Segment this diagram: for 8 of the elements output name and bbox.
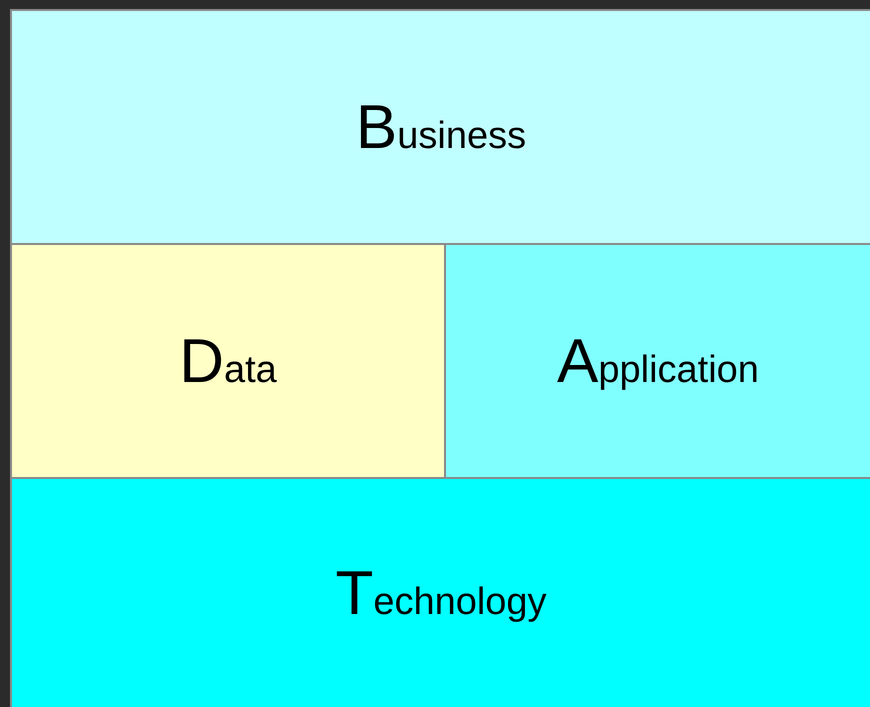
layer-label: Technology xyxy=(335,558,547,628)
layer-label: Business xyxy=(356,92,526,162)
layer-box xyxy=(10,477,870,707)
layer-box xyxy=(444,243,870,479)
layer-label: Application xyxy=(557,326,759,396)
layer-label: Data xyxy=(179,326,277,396)
layer-box xyxy=(10,9,870,245)
layer-box xyxy=(10,243,446,479)
